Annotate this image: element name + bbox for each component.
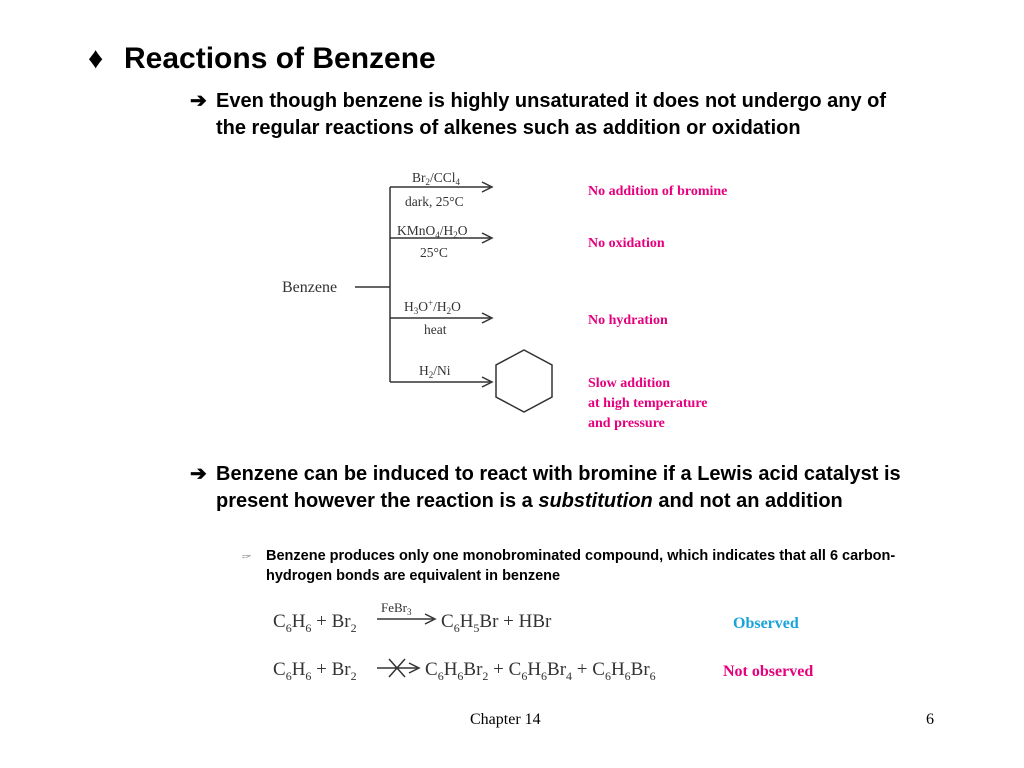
reactant-label: Benzene xyxy=(282,279,337,296)
products-not-observed: C6H6Br2 + C6H6Br4 + C6H6Br6 xyxy=(425,659,656,683)
bullet-point-1: ➔ Even though benzene is highly unsatura… xyxy=(190,88,920,142)
result-slow-addition-3: and pressure xyxy=(588,416,665,431)
bullet-1-text: Even though benzene is highly unsaturate… xyxy=(216,90,887,139)
slide-title: ♦ Reactions of Benzene xyxy=(88,42,436,76)
result-slow-addition-2: at high temperature xyxy=(588,396,708,411)
sub-bullet: 🖙 Benzene produces only one monobrominat… xyxy=(242,546,942,586)
equation-observed: C6H6 + Br2 xyxy=(273,611,357,635)
catalyst-label: FeBr3 xyxy=(381,600,412,617)
result-no-oxidation: No oxidation xyxy=(588,236,665,251)
result-slow-addition-1: Slow addition xyxy=(588,376,670,391)
benzene-reaction-diagram: Benzene Br2/CCl4 dark, 25°C No addition … xyxy=(282,170,727,431)
reagent-condition-3: heat xyxy=(424,322,447,337)
equation-not-observed: C6H6 + Br2 xyxy=(273,659,357,683)
not-observed-label: Not observed xyxy=(723,663,813,680)
bullet-point-2: ➔ Benzene can be induced to react with b… xyxy=(190,461,930,515)
arrow-bullet-icon: ➔ xyxy=(190,463,207,485)
observed-label: Observed xyxy=(733,615,799,632)
reagent-br2-ccl4: Br2/CCl4 xyxy=(412,170,461,187)
reagent-h2-ni: H2/Ni xyxy=(419,363,451,380)
footer-page-number: 6 xyxy=(926,711,934,728)
bromination-equations: C6H6 + Br2 FeBr3 C6H5Br + HBr Observed C… xyxy=(273,600,813,683)
slide-title-text: Reactions of Benzene xyxy=(124,42,436,75)
bullet-2-text-start: Benzene can be induced to react with bro… xyxy=(216,463,901,512)
result-no-addition: No addition of bromine xyxy=(588,184,727,199)
bullet-2-italic: substitution xyxy=(538,490,653,512)
reagent-h3o-h2o: H3O+/H2O xyxy=(404,298,461,316)
reagent-condition-2: 25°C xyxy=(420,245,448,260)
product-observed: C6H5Br + HBr xyxy=(441,611,552,635)
reagent-kmno4-h2o: KMnO4/H2O xyxy=(397,223,468,240)
reagent-condition-1: dark, 25°C xyxy=(405,194,464,209)
arrow-bullet-icon: ➔ xyxy=(190,90,207,112)
sub-bullet-text: Benzene produces only one monobrominated… xyxy=(266,548,896,584)
result-no-hydration: No hydration xyxy=(588,313,668,328)
footer-chapter: Chapter 14 xyxy=(470,711,541,728)
pointing-hand-icon: 🖙 xyxy=(242,549,251,563)
cyclohexane-ring-icon xyxy=(495,349,553,413)
diamond-bullet-icon: ♦ xyxy=(88,42,104,75)
bullet-2-text: Benzene can be induced to react with bro… xyxy=(190,461,930,515)
bullet-2-text-end: and not an addition xyxy=(652,490,843,512)
